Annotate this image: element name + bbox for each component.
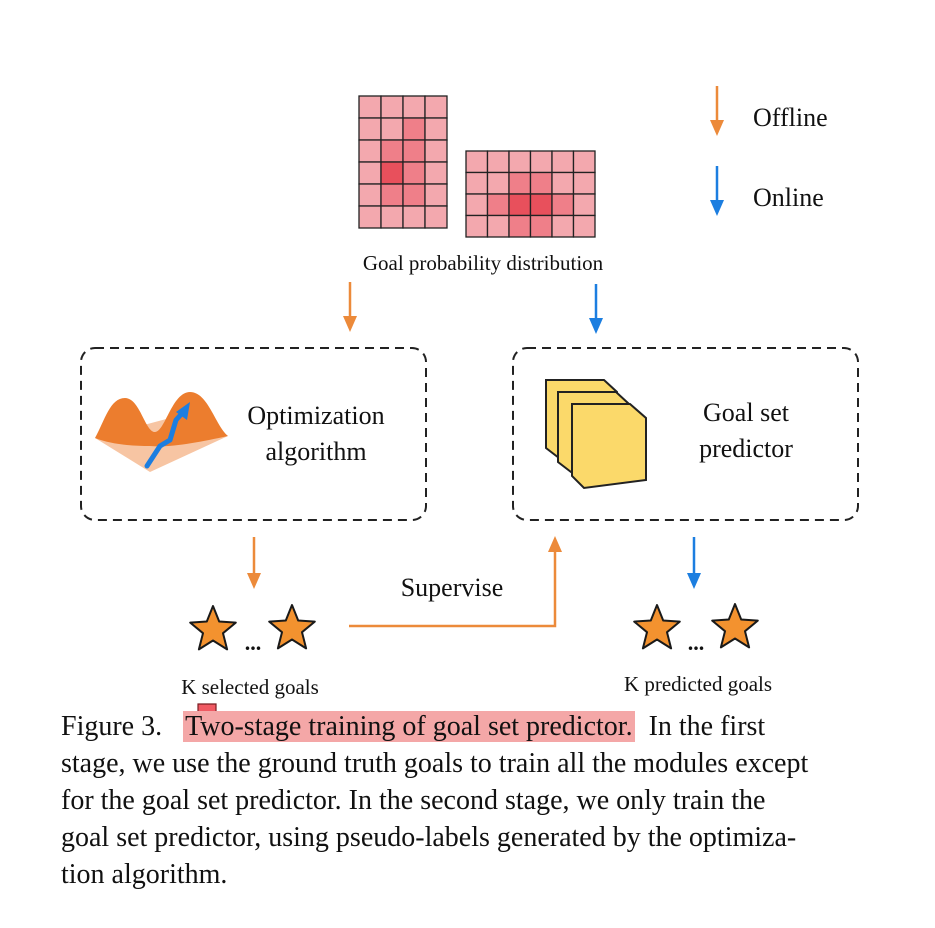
heatmap-cell: [572, 171, 596, 195]
heatmap-left: [358, 95, 448, 229]
heatmap-cell: [465, 171, 489, 195]
figure-number: Figure 3.: [61, 711, 163, 742]
optimization-label-line2: algorithm: [265, 437, 366, 466]
heatmap-cell: [529, 150, 553, 174]
figure-diagram: Offline Online Goal probability distribu…: [80, 86, 859, 699]
heatmap-cell: [529, 193, 553, 217]
heatmap-cell: [465, 193, 489, 217]
heatmap-cell: [424, 95, 448, 119]
highlighted-title[interactable]: Two-stage training of goal set predictor…: [183, 711, 635, 742]
predictor-box: [512, 347, 859, 521]
heatmap-cell: [380, 95, 404, 119]
heatmap-cell: [358, 183, 382, 207]
predictor-label-line1: Goal set: [703, 398, 790, 427]
heatmap-cell: [380, 117, 404, 141]
offline-arrow-icon: [710, 86, 724, 136]
optimization-box: [80, 347, 427, 521]
heatmap-cell: [402, 95, 426, 119]
heatmap-cell: [486, 193, 510, 217]
heatmap-cell: [358, 117, 382, 141]
caption-line-2: stage, we use the ground truth goals to …: [61, 748, 809, 779]
predicted-goal-star-icon: [711, 603, 759, 649]
predictor-label-line2: predictor: [699, 434, 793, 463]
heatmap-cell: [529, 171, 553, 195]
heatmap-cell: [424, 117, 448, 141]
heatmap-cell: [551, 150, 575, 174]
offline-arrow-to-selected-goals-icon: [247, 537, 261, 589]
figure-caption: Figure 3. Two-stage training of goal set…: [61, 708, 881, 893]
selected-goal-star-icon: [268, 604, 316, 650]
stacked-layers-icon: [545, 379, 647, 490]
heatmap-cell: [508, 214, 532, 238]
heatmap-cell: [424, 139, 448, 163]
heatmap-right: [465, 150, 596, 238]
heatmap-cell: [508, 150, 532, 174]
heatmap-cell: [380, 205, 404, 229]
heatmap-cell: [402, 183, 426, 207]
online-label: Online: [753, 183, 824, 212]
heatmap-cell: [424, 205, 448, 229]
heatmap-cell: [465, 214, 489, 238]
selected-goals-label: K selected goals: [181, 675, 319, 699]
caption-line-4: goal set predictor, using pseudo-labels …: [61, 822, 797, 853]
heatmap-cell: [402, 117, 426, 141]
predicted-goal-star-icon: [633, 604, 681, 650]
caption-line-1-rest: In the first: [648, 711, 766, 742]
heatmap-cell: [358, 95, 382, 119]
heatmap-cell: [380, 183, 404, 207]
heatmap-cell: [380, 139, 404, 163]
supervise-arrow-icon: [349, 536, 562, 628]
selected-goals-ellipsis: ...: [245, 630, 262, 655]
heatmap-cell: [486, 150, 510, 174]
heatmap-cell: [486, 214, 510, 238]
heatmap-cell: [402, 205, 426, 229]
optimization-landscape-icon: [95, 392, 228, 472]
offline-label: Offline: [753, 103, 828, 132]
predicted-goals-label: K predicted goals: [624, 672, 772, 696]
supervise-label: Supervise: [401, 573, 504, 602]
optimization-label-line1: Optimization: [247, 401, 384, 430]
caption-line-5: tion algorithm.: [61, 859, 228, 890]
online-arrow-icon: [710, 166, 724, 216]
selected-goal-star-icon: [189, 605, 237, 651]
heatmap-cell: [424, 161, 448, 185]
online-arrow-to-predicted-goals-icon: [687, 537, 701, 589]
heatmap-cell: [465, 150, 489, 174]
predicted-goals-ellipsis: ...: [688, 630, 705, 655]
heatmap-cell: [508, 171, 532, 195]
heatmap-cell: [358, 205, 382, 229]
heatmap-cell: [424, 183, 448, 207]
heatmap-cell: [551, 214, 575, 238]
legend: Offline Online: [710, 86, 828, 216]
heatmap-cell: [402, 139, 426, 163]
online-arrow-to-predictor-icon: [589, 284, 603, 334]
caption-line-1: Figure 3. Two-stage training of goal set…: [61, 708, 881, 745]
heatmap-cell: [508, 193, 532, 217]
heatmap-cell: [358, 161, 382, 185]
heatmap-cell: [486, 171, 510, 195]
heatmap-cell: [572, 193, 596, 217]
heatmap-cell: [358, 139, 382, 163]
heatmap-cell: [402, 161, 426, 185]
distribution-label: Goal probability distribution: [363, 251, 604, 275]
heatmap-cell: [551, 193, 575, 217]
heatmap-cell: [529, 214, 553, 238]
offline-arrow-to-optimization-icon: [343, 282, 357, 332]
caption-line-3: for the goal set predictor. In the secon…: [61, 785, 766, 816]
heatmap-cell: [551, 171, 575, 195]
heatmap-cell: [572, 214, 596, 238]
heatmap-cell: [572, 150, 596, 174]
heatmap-cell: [380, 161, 404, 185]
